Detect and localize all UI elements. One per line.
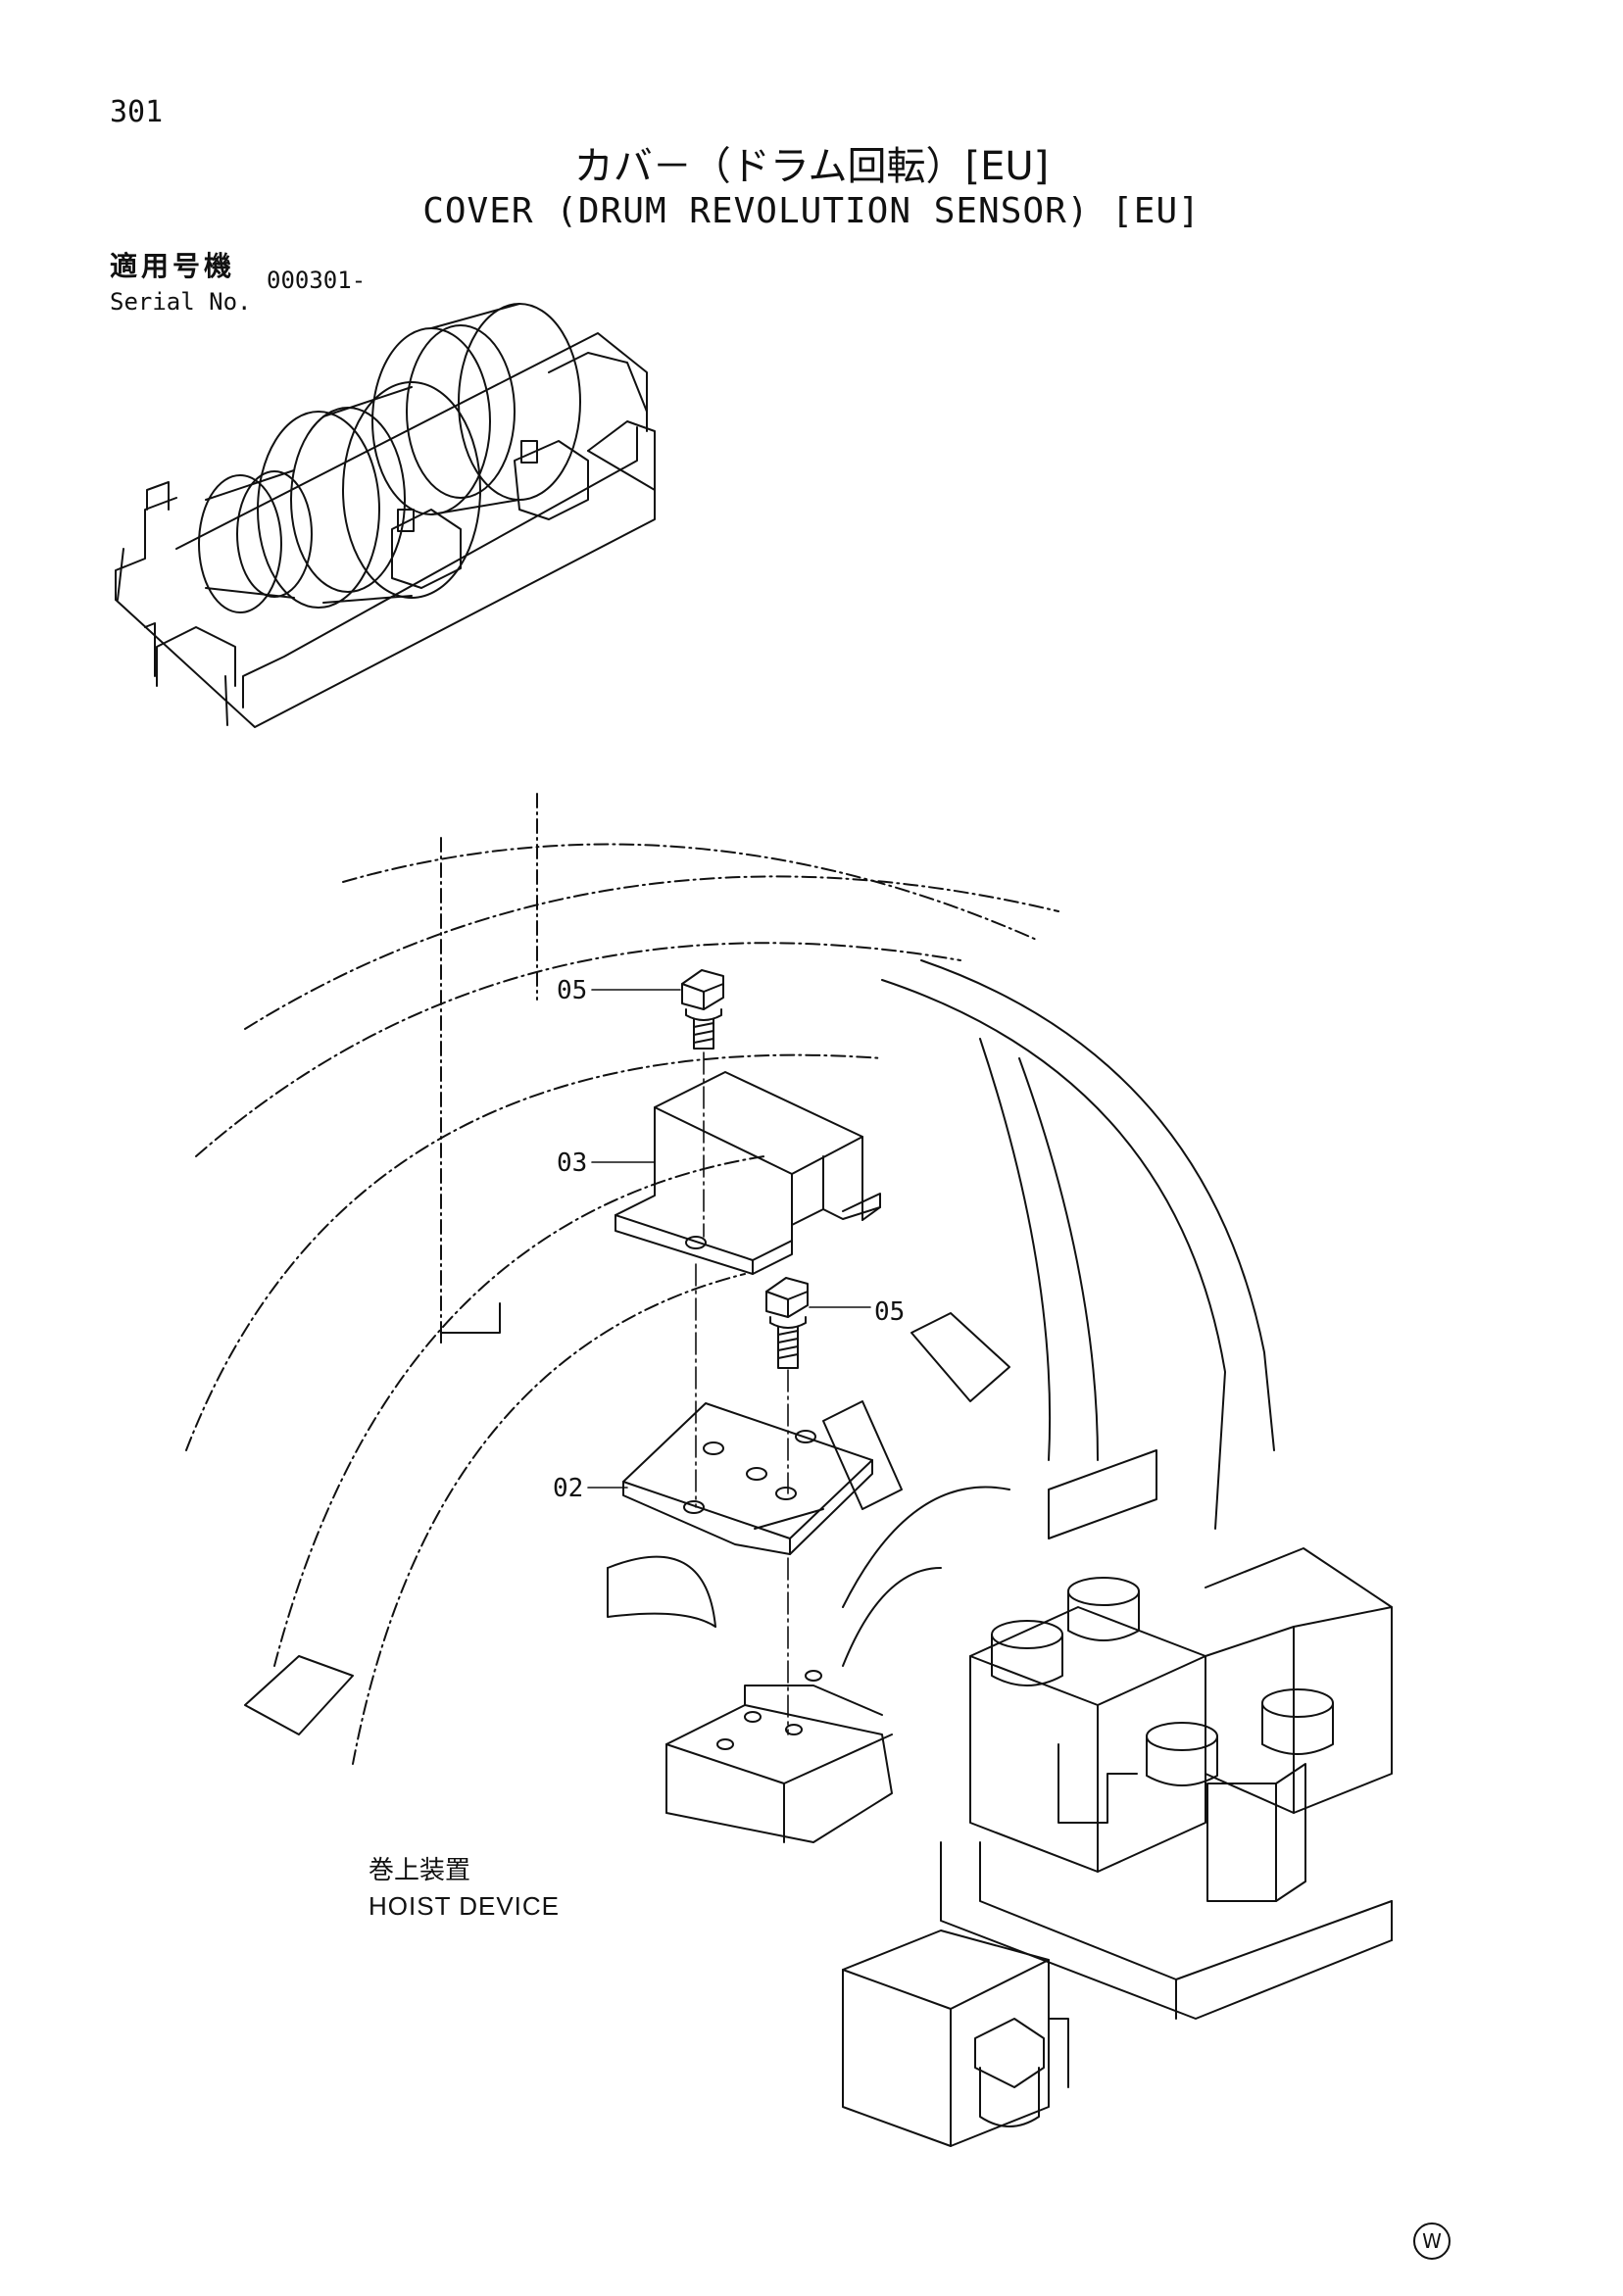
callout-cover: 03 [557, 1148, 588, 1178]
bolt-05-right [765, 1277, 809, 1369]
title-english: COVER (DRUM REVOLUTION SENSOR) [EU] [422, 191, 1201, 231]
hoist-drum-solid [244, 959, 1393, 2147]
hoist-device-label-japanese: 巻上装置 [369, 1856, 471, 1885]
callout-plate: 02 [553, 1474, 584, 1503]
hoist-drum-detail [185, 793, 1059, 1765]
hoist-overview-illustration [115, 303, 656, 728]
cover-03 [615, 1071, 881, 1275]
callout-bolt-top: 05 [557, 976, 588, 1005]
plate-02 [622, 1402, 873, 1555]
watermark-circle-w: W [1413, 2223, 1451, 2260]
serial-label-japanese: 適用号機 [110, 250, 236, 282]
page-number: 301 [110, 95, 164, 129]
bolt-05-top [681, 969, 724, 1050]
serial-value: 000301- [267, 267, 367, 294]
hoist-device-label-english: HOIST DEVICE [369, 1891, 561, 1921]
callout-bolt-right: 05 [874, 1297, 906, 1327]
title-japanese: カバ－（ドラム回転）[EU] [573, 144, 1050, 189]
callout-leaders [587, 989, 871, 1489]
assembly-lines [695, 1051, 789, 1735]
serial-label-english: Serial No. [110, 288, 252, 316]
